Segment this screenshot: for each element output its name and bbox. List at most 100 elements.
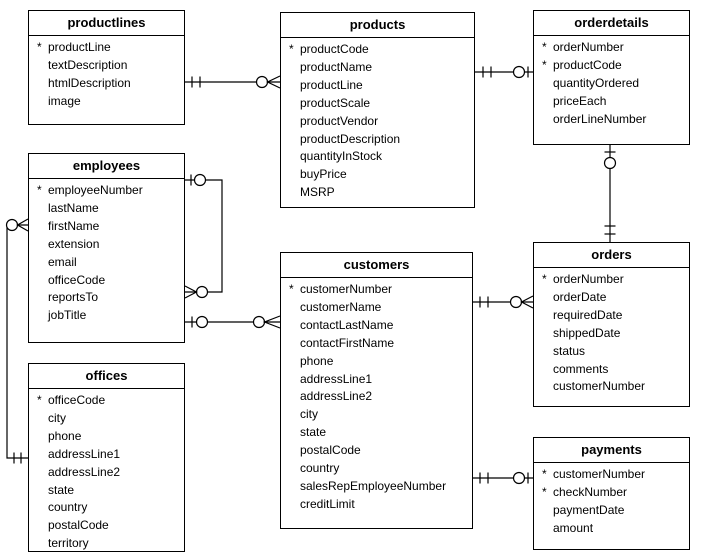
entity-title: orders: [534, 243, 689, 268]
field-quantityOrdered: quantityOrdered: [542, 75, 689, 93]
field-name: customerNumber: [553, 467, 646, 481]
cardinality-circle-icon: [5, 218, 19, 232]
primary-key-marker: *: [289, 282, 294, 296]
entity-title: orderdetails: [534, 11, 689, 36]
field-name: addressLine2: [48, 464, 121, 479]
field-MSRP: MSRP: [289, 184, 474, 202]
cardinality-circle-icon: [512, 65, 526, 79]
field-name: territory: [48, 536, 89, 551]
field-phone: phone: [37, 428, 184, 446]
field-name: htmlDescription: [48, 75, 131, 90]
field-name: postalCode: [300, 443, 361, 458]
field-orderNumber: *orderNumber: [542, 39, 689, 57]
field-territory: territory: [37, 535, 184, 553]
field-orderDate: orderDate: [542, 289, 689, 307]
field-name: phone: [48, 428, 82, 443]
field-name: city: [300, 407, 318, 422]
field-orderLineNumber: orderLineNumber: [542, 111, 689, 129]
field-amount: amount: [542, 520, 689, 538]
field-name: comments: [553, 361, 609, 376]
field-name: paymentDate: [553, 502, 625, 517]
field-country: country: [289, 460, 472, 478]
field-firstName: firstName: [37, 218, 184, 236]
field-state: state: [37, 482, 184, 500]
field-name: productDescription: [300, 131, 401, 146]
cardinality-circle-icon: [195, 315, 209, 329]
field-name: extension: [48, 236, 100, 251]
field-name: orderLineNumber: [553, 111, 647, 126]
primary-key-marker: *: [542, 40, 547, 54]
cardinality-circle-icon: [255, 75, 269, 89]
entity-title: customers: [281, 253, 472, 278]
field-productVendor: productVendor: [289, 113, 474, 131]
field-name: country: [300, 461, 340, 476]
primary-key-marker: *: [37, 183, 42, 197]
field-name: firstName: [48, 218, 100, 233]
field-name: addressLine1: [300, 371, 373, 386]
field-image: image: [37, 93, 184, 111]
field-name: productName: [300, 59, 373, 74]
crow-foot-icon: [520, 295, 534, 309]
field-addressLine1: addressLine1: [289, 371, 472, 389]
field-requiredDate: requiredDate: [542, 307, 689, 325]
field-contactLastName: contactLastName: [289, 317, 472, 335]
field-buyPrice: buyPrice: [289, 166, 474, 184]
field-phone: phone: [289, 353, 472, 371]
entity-title: productlines: [29, 11, 184, 36]
field-customerNumber: customerNumber: [542, 378, 689, 396]
field-productScale: productScale: [289, 95, 474, 113]
field-name: postalCode: [48, 518, 109, 533]
field-addressLine1: addressLine1: [37, 446, 184, 464]
field-name: contactLastName: [300, 317, 394, 332]
field-jobTitle: jobTitle: [37, 307, 184, 325]
field-name: productVendor: [300, 113, 379, 128]
field-name: customerNumber: [553, 379, 646, 394]
field-name: customerNumber: [300, 282, 393, 296]
field-customerNumber: * customerNumber: [289, 281, 472, 299]
crow-foot-icon: [16, 218, 29, 232]
entity-title: employees: [29, 154, 184, 179]
field-addressLine2: addressLine2: [289, 388, 472, 406]
field-htmlDescription: htmlDescription: [37, 75, 184, 93]
entity-title: offices: [29, 364, 184, 389]
cardinality-circle-icon: [195, 285, 209, 299]
field-productCode: *productCode: [289, 41, 474, 59]
field-customerNumber: * customerNumber: [542, 466, 689, 484]
field-productName: productName: [289, 59, 474, 77]
field-name: checkNumber: [553, 484, 628, 499]
field-officeCode: *officeCode: [37, 392, 184, 410]
field-orderNumber: *orderNumber: [542, 271, 689, 289]
field-name: productLine: [48, 40, 111, 54]
primary-key-marker: *: [542, 467, 547, 481]
field-name: reportsTo: [48, 290, 99, 305]
field-productLine: productLine: [289, 77, 474, 95]
relationship-employees-reportsTo-self: [185, 179, 223, 293]
field-name: lastName: [48, 200, 99, 215]
field-name: city: [48, 410, 66, 425]
field-name: officeCode: [48, 393, 106, 407]
field-list: * customerNumber* checkNumber paymentDate am…: [534, 463, 689, 538]
field-lastName: lastName: [37, 200, 184, 218]
field-name: productLine: [300, 77, 363, 92]
field-comments: comments: [542, 361, 689, 379]
field-name: quantityOrdered: [553, 75, 640, 90]
field-name: orderDate: [553, 289, 607, 304]
primary-key-marker: *: [37, 40, 42, 54]
cardinality-circle-icon: [509, 295, 523, 309]
field-name: amount: [553, 520, 594, 535]
field-name: buyPrice: [300, 167, 347, 182]
field-city: city: [289, 406, 472, 424]
cardinality-circle-icon: [512, 471, 526, 485]
field-postalCode: postalCode: [289, 442, 472, 460]
